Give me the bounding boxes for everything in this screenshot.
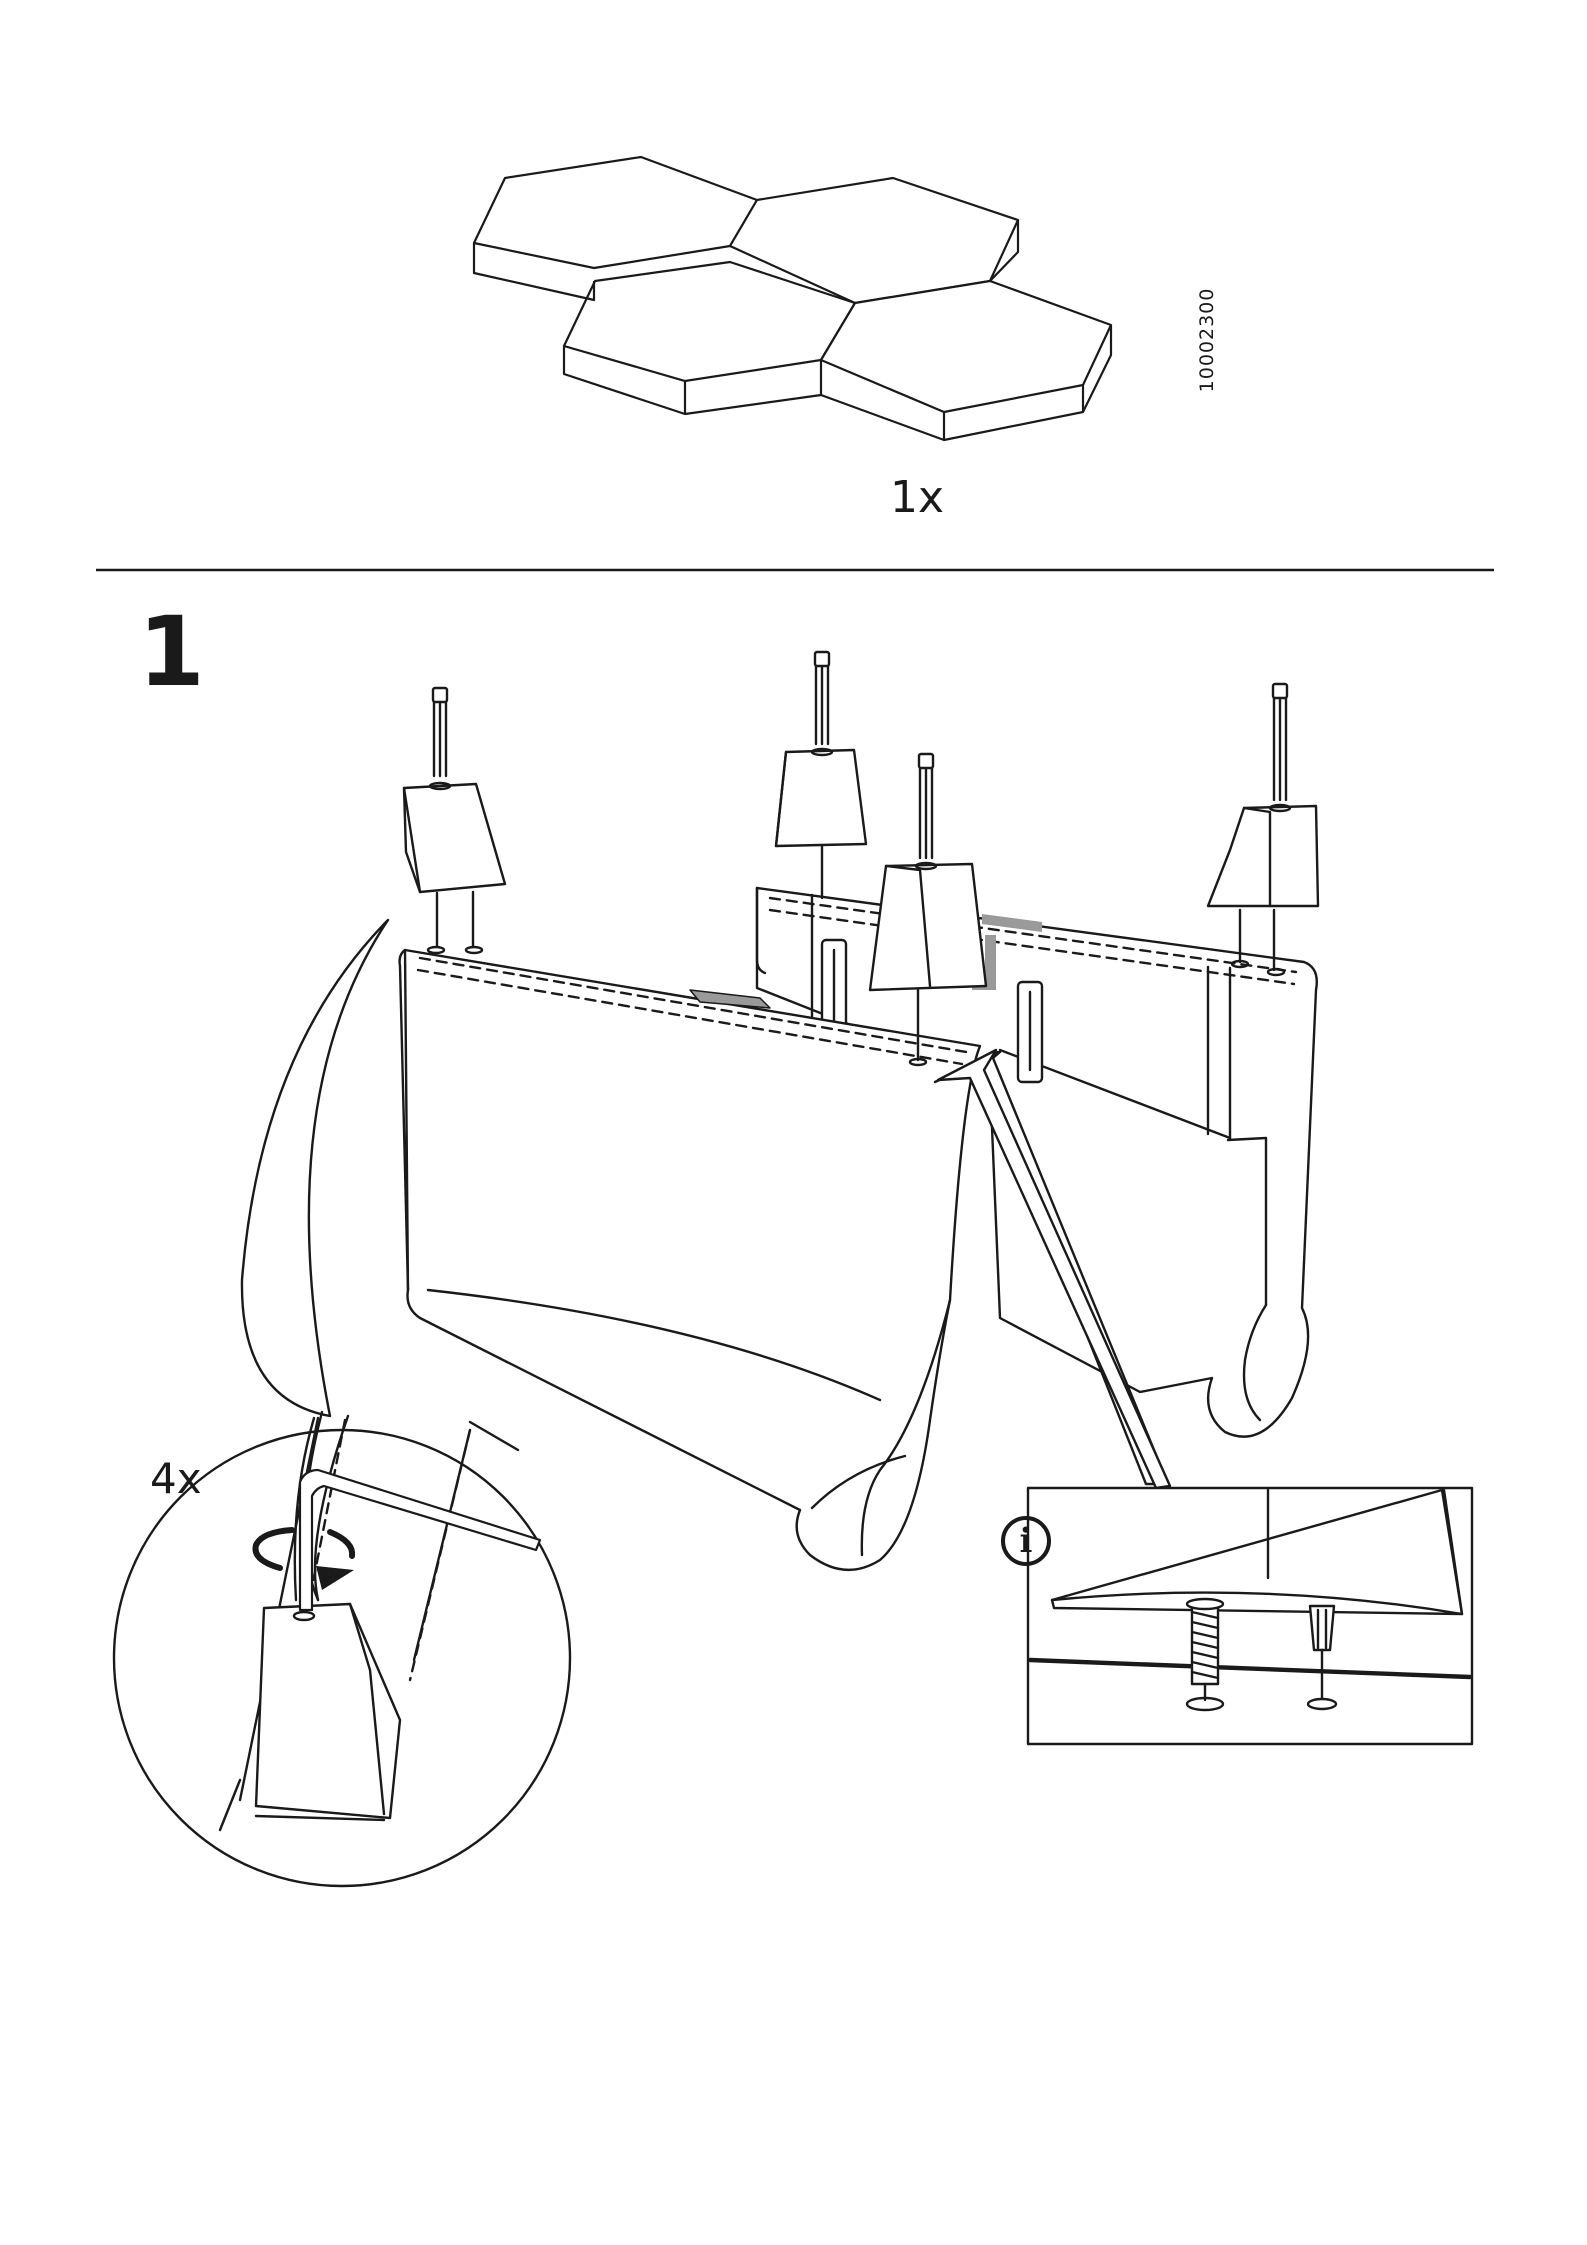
leg-back-left	[776, 652, 866, 898]
info-icon: i	[1001, 1516, 1051, 1566]
front-frame-panel	[400, 950, 980, 1570]
step-quantity-label: 4x	[150, 1454, 202, 1503]
detail-box	[1028, 1488, 1472, 1744]
leg-back-right	[1208, 684, 1318, 975]
leg-front-left	[404, 688, 505, 953]
